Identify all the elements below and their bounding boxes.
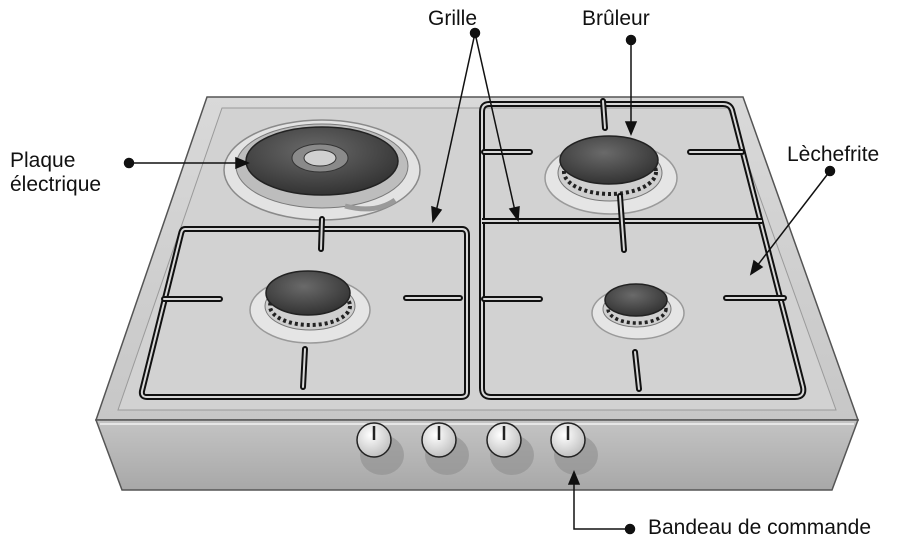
arrow-bruleur: [624, 121, 638, 136]
label-plaque-electrique: Plaque électrique: [10, 149, 101, 197]
label-plaque-line1: Plaque: [10, 149, 76, 172]
burner-flame-ring: [268, 285, 352, 327]
leader-lines: [123, 27, 836, 535]
burner-cap: [265, 270, 351, 316]
arrow-lechefrite: [749, 259, 764, 276]
burner-cap: [559, 135, 659, 185]
burner-bottom-right: [591, 283, 685, 340]
burner-top-right: [544, 135, 678, 215]
arrow-bandeau: [567, 470, 581, 485]
electric-plate-connector: [344, 197, 397, 212]
burner-cap: [604, 283, 668, 317]
electric-plate-center-hole: [303, 149, 337, 167]
arrow-grille-left: [431, 205, 443, 224]
leader-grille-left: [435, 32, 476, 213]
knob-4[interactable]: [550, 422, 598, 475]
grid-left: [138, 216, 470, 400]
arrow-grille-right: [508, 206, 520, 223]
grid-right: [479, 98, 807, 400]
leader-grille-right: [474, 32, 516, 212]
knob-2[interactable]: [421, 422, 469, 475]
burner-bottom-left: [249, 270, 371, 344]
electric-plate: [223, 119, 421, 221]
label-plaque-line2: électrique: [10, 173, 102, 196]
label-bruleur: Brûleur: [582, 7, 650, 30]
hob-front-edge: [94, 419, 860, 491]
control-panel: [356, 422, 598, 475]
leader-lechefrite: [756, 170, 831, 267]
leader-bandeau: [573, 482, 630, 530]
label-lechefrite: Lèchefrite: [787, 143, 880, 166]
arrow-plaque: [235, 156, 250, 170]
knob-3[interactable]: [486, 422, 534, 475]
knob-1[interactable]: [356, 422, 404, 475]
label-grille: Grille: [428, 7, 478, 30]
label-bandeau-de-commande: Bandeau de commande: [648, 516, 871, 539]
